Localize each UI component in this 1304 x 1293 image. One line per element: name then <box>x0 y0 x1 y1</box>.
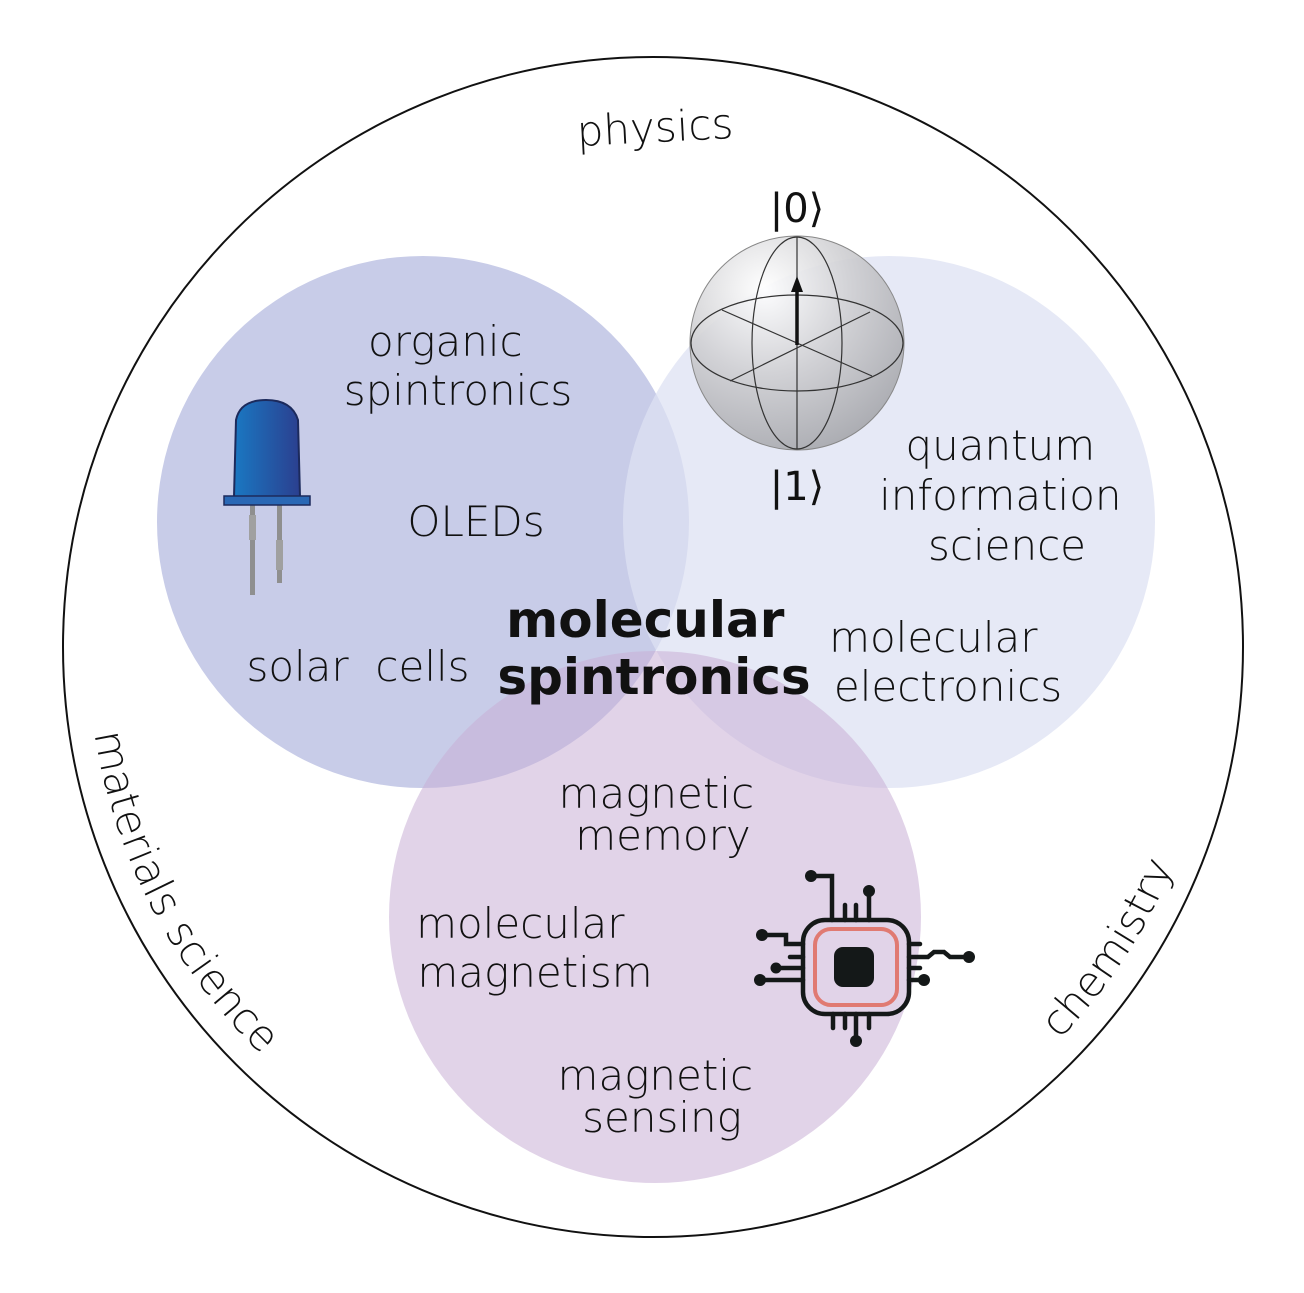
outer-circle <box>62 56 1244 1238</box>
circle-chemistry-materials <box>389 651 921 1183</box>
label-magnetic-sensing: magnetic sensing <box>558 1051 767 1142</box>
label-materials-science: materials science <box>84 726 289 1062</box>
label-molecular-electronics: molecular electronics <box>829 613 1062 711</box>
center-label-molecular-spintronics: molecular spintronics <box>497 591 810 706</box>
label-solar-cells: solar cells <box>246 642 469 691</box>
ket-one-label: |1⟩ <box>770 464 825 510</box>
microchip-icon <box>754 870 975 1047</box>
bloch-sphere-icon: |0⟩ |1⟩ <box>689 186 905 510</box>
label-quantum-information-science: quantum information science <box>879 421 1135 570</box>
label-molecular-magnetism: molecular magnetism <box>416 899 653 997</box>
label-organic-spintronics: organic spintronics <box>344 317 573 415</box>
label-magnetic-memory: magnetic memory <box>559 769 768 860</box>
label-physics: physics <box>575 99 734 156</box>
circle-physics-materials <box>157 256 689 788</box>
ket-zero-label: |0⟩ <box>770 186 825 232</box>
led-icon <box>223 398 311 595</box>
label-oleds: OLEDs <box>407 497 544 546</box>
